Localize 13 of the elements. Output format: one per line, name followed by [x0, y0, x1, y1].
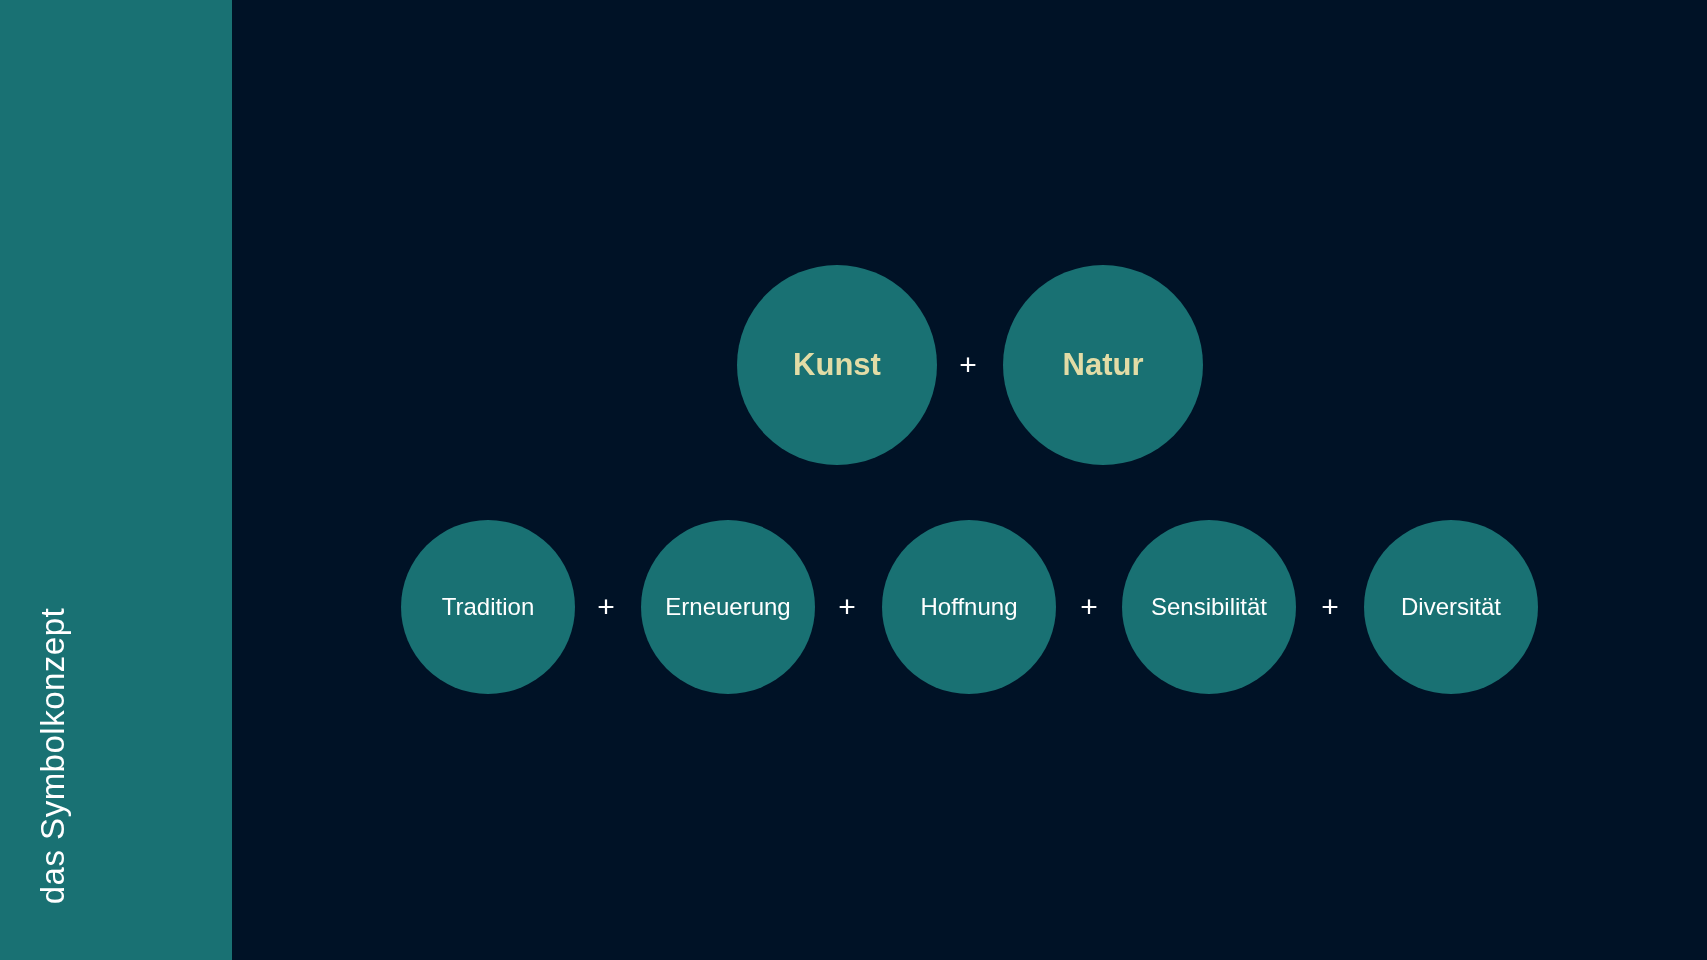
node-label: Tradition	[441, 593, 535, 621]
node-label: Diversität	[1401, 593, 1501, 621]
node-label: Natur	[1062, 347, 1144, 383]
plus-sign: +	[838, 592, 856, 622]
node-label: Kunst	[793, 347, 881, 383]
node-label: Hoffnung	[920, 593, 1018, 621]
slide-title: das Symbolkonzept	[34, 607, 72, 905]
node-label: Erneuerung	[665, 593, 791, 621]
plus-sign: +	[597, 592, 615, 622]
plus-sign: +	[959, 350, 977, 380]
plus-sign: +	[1080, 592, 1098, 622]
node-label: Sensibilität	[1150, 593, 1268, 621]
plus-sign: +	[1321, 592, 1339, 622]
